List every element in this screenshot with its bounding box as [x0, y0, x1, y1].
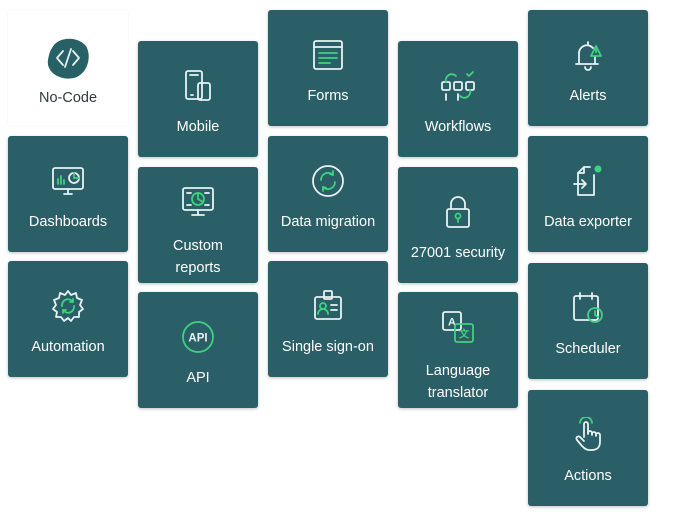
tile-label: API	[186, 370, 210, 386]
tile-no-code[interactable]: No-Code	[8, 10, 128, 126]
tile-label: Data exporter	[544, 214, 632, 230]
tile-custom-reports[interactable]: Custom reports	[138, 167, 258, 283]
api-icon: API	[182, 321, 214, 353]
tile-label: Single sign-on	[282, 339, 374, 355]
tile-label: No-Code	[38, 90, 98, 106]
padlock-icon	[446, 196, 470, 228]
tile-mobile[interactable]: Mobile	[138, 41, 258, 157]
bell-alert-icon	[575, 41, 602, 71]
mobile-tablet-icon	[185, 70, 211, 101]
tile-data-migration[interactable]: Data migration	[268, 136, 388, 252]
tile-label: Forms	[307, 88, 349, 104]
calendar-clock-icon	[573, 292, 603, 323]
form-window-icon	[313, 40, 343, 70]
tile-27001-security[interactable]: 27001 security	[398, 167, 518, 283]
tile-forms[interactable]: Forms	[268, 10, 388, 126]
tile-label: Actions	[564, 468, 612, 484]
tile-label: Workflows	[424, 119, 492, 135]
tile-label-line2: reports	[175, 260, 221, 276]
tile-api[interactable]: API API	[138, 292, 258, 408]
tile-label-line1: Custom	[173, 238, 223, 254]
tile-actions[interactable]: Actions	[528, 390, 648, 506]
tile-label: Alerts	[569, 88, 607, 104]
tile-label: Mobile	[176, 119, 220, 135]
translate-icon: A 文	[442, 311, 474, 343]
gear-sync-icon	[52, 290, 84, 322]
tile-alerts[interactable]: Alerts	[528, 10, 648, 126]
id-badge-icon	[314, 290, 342, 320]
no-code-logo-icon	[47, 38, 89, 79]
workflow-steps-icon	[441, 71, 475, 101]
hand-pointer-icon	[575, 417, 601, 451]
tile-label: Scheduler	[555, 341, 621, 357]
tile-dashboards[interactable]: Dashboards	[8, 136, 128, 252]
tile-language-translator[interactable]: A 文 Language translator	[398, 292, 518, 408]
svg-text:API: API	[188, 333, 207, 345]
tile-label: Automation	[31, 339, 105, 355]
tile-automation[interactable]: Automation	[8, 261, 128, 377]
sync-circle-icon	[312, 165, 344, 197]
svg-text:A: A	[448, 317, 456, 329]
report-monitor-icon	[182, 187, 214, 216]
dashboard-monitor-icon	[52, 167, 84, 195]
tile-single-sign-on[interactable]: Single sign-on	[268, 261, 388, 377]
tile-label-line2: translator	[427, 385, 489, 401]
tile-data-exporter[interactable]: Data exporter	[528, 136, 648, 252]
tile-workflows[interactable]: Workflows	[398, 41, 518, 157]
tile-label: Data migration	[280, 214, 376, 230]
tile-scheduler[interactable]: Scheduler	[528, 263, 648, 379]
tile-label: Dashboards	[28, 214, 108, 230]
export-document-icon	[573, 165, 602, 196]
svg-text:文: 文	[459, 328, 470, 341]
tile-label-line1: Language	[425, 363, 491, 379]
tile-label: 27001 security	[410, 245, 506, 261]
